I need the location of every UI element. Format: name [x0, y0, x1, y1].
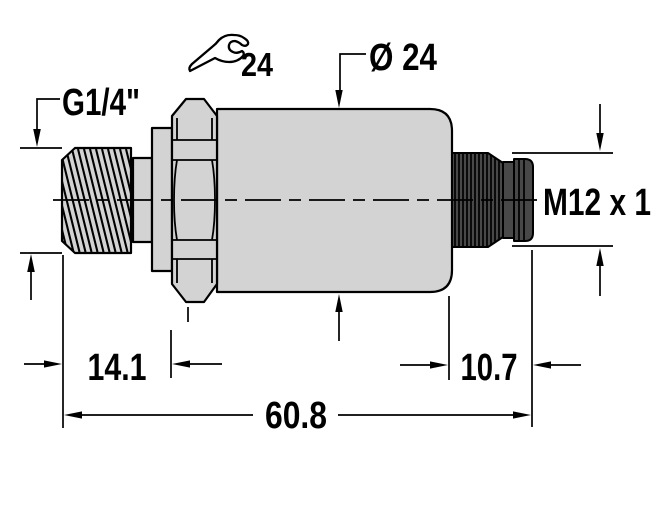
dim141-left-point-arrow: [172, 360, 190, 368]
wrench-size-label: 24: [241, 46, 274, 83]
dia24-up-arrow: [335, 294, 343, 312]
dim608-left-arrow: [64, 411, 82, 419]
dim-process-thread: G1/4": [20, 82, 140, 300]
g14-up-arrow: [27, 254, 35, 272]
hex-facet-lines: [172, 118, 217, 283]
total-length-value: 60.8: [265, 395, 327, 437]
dia24-down-arrow: [335, 90, 343, 108]
body-diameter-label: Ø 24: [369, 37, 437, 79]
wrench-annotation: 24: [188, 33, 274, 83]
dim-connector-length: 10.7: [400, 250, 581, 427]
dim-total-length: 60.8: [64, 395, 531, 437]
m12-down-arrow: [596, 133, 604, 151]
dia24-leader: [339, 53, 366, 91]
g14-down-arrow: [33, 129, 41, 147]
dim-thread-length: 14.1: [24, 255, 222, 428]
connector-thread-label: M12 x 1: [543, 182, 651, 224]
dim-body-diameter: Ø 24: [335, 37, 437, 341]
thread-length-value: 14.1: [88, 347, 147, 389]
connector-length-value: 10.7: [461, 347, 518, 389]
dim107-right-point-arrow: [430, 361, 448, 369]
g14-leader: [36, 98, 60, 130]
dim-connector-thread: M12 x 1: [512, 104, 651, 296]
dim141-right-point-arrow: [44, 360, 62, 368]
wrench-icon: [188, 33, 250, 73]
dim608-right-arrow: [513, 411, 531, 419]
process-thread-label: G1/4": [62, 82, 140, 124]
m12-up-arrow: [596, 248, 604, 266]
dim107-left-point-arrow: [533, 361, 551, 369]
